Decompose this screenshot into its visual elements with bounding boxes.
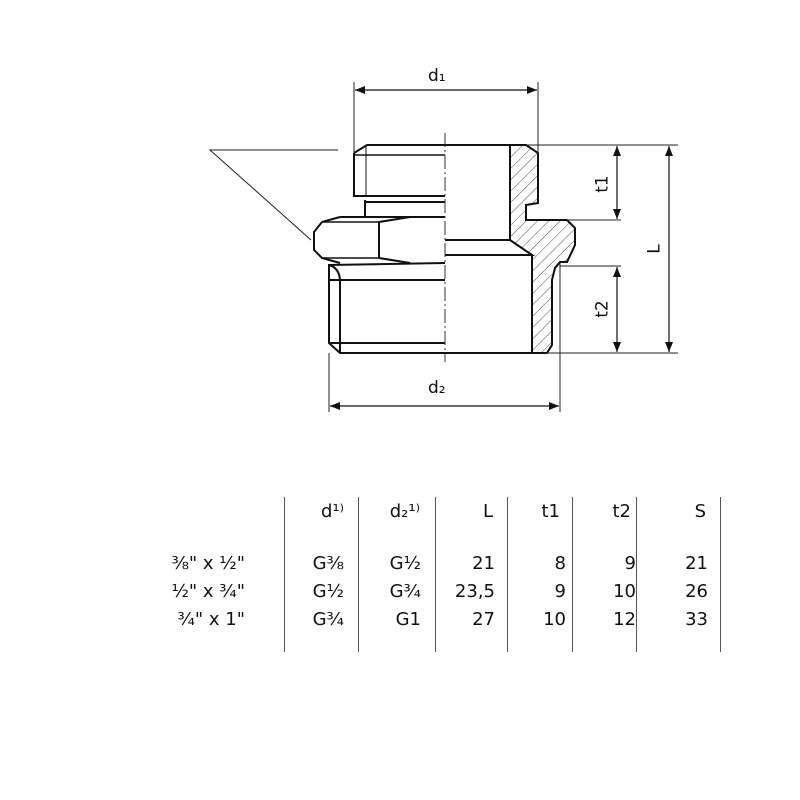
d-cell: G⅜ — [312, 553, 344, 574]
t2-cell: 10 — [613, 581, 636, 602]
t1-cell: 8 — [554, 553, 566, 574]
extension-lines — [328, 82, 678, 412]
t2-label: t2 — [592, 300, 613, 318]
column-divider — [636, 497, 637, 652]
S-cell: 33 — [685, 609, 708, 630]
d2-cell: G¾ — [389, 581, 421, 602]
size-cell: ½" x ¾" — [171, 581, 245, 602]
t1-cell: 10 — [543, 609, 566, 630]
header-t1: t1 — [541, 501, 560, 522]
column-divider — [572, 497, 573, 652]
column-divider — [435, 497, 436, 652]
L-cell: 27 — [472, 609, 495, 630]
t1-label: t1 — [592, 175, 613, 193]
t2-cell: 12 — [613, 609, 636, 630]
S-cell: 26 — [685, 581, 708, 602]
L-cell: 21 — [472, 553, 495, 574]
header-L: L — [482, 501, 493, 522]
S-cell: 21 — [685, 553, 708, 574]
L-cell: 23,5 — [454, 581, 495, 602]
leader-line — [208, 149, 338, 241]
section-hatch — [509, 144, 576, 354]
column-divider — [358, 497, 359, 652]
d-cell: G½ — [312, 581, 344, 602]
header-d: d¹⁾ — [320, 501, 344, 522]
L-label: L — [644, 244, 665, 254]
d2-label: d₂ — [428, 378, 446, 398]
header-S: S — [694, 501, 706, 522]
size-cell: ⅜" x ½" — [171, 553, 245, 574]
header-d2: d₂¹⁾ — [389, 501, 420, 522]
dimension-lines — [330, 86, 673, 410]
d2-cell: G1 — [395, 609, 421, 630]
d1-label: d₁ — [428, 66, 446, 86]
column-divider — [284, 497, 285, 652]
column-divider — [720, 497, 721, 652]
d-cell: G¾ — [312, 609, 344, 630]
d2-cell: G½ — [389, 553, 421, 574]
column-divider — [507, 497, 508, 652]
header-t2: t2 — [612, 501, 631, 522]
t2-cell: 9 — [624, 553, 636, 574]
size-cell: ¾" x 1" — [177, 609, 245, 630]
t1-cell: 9 — [554, 581, 566, 602]
